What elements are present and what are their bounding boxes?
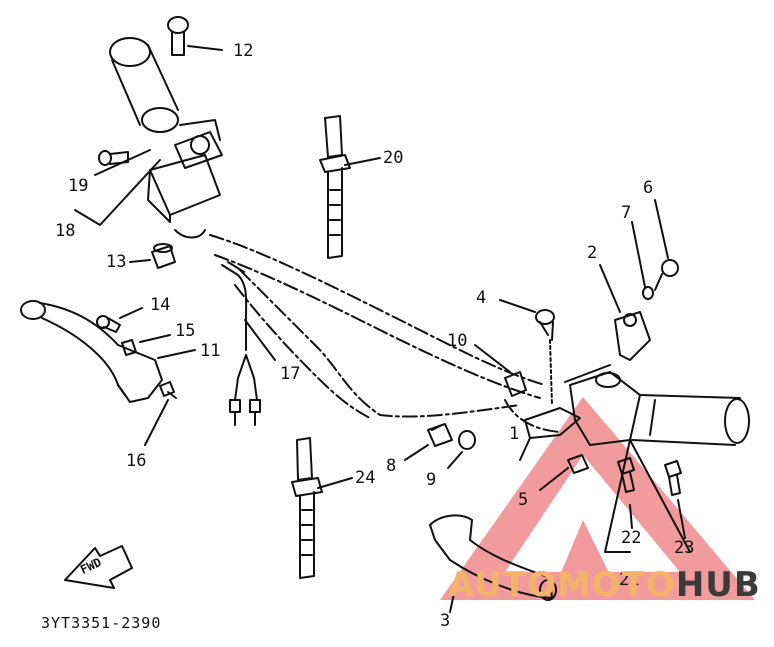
- nut-5: [567, 454, 589, 474]
- left-switch-housing: [147, 119, 223, 239]
- nut-15: [121, 339, 137, 356]
- leader-16: [144, 399, 169, 446]
- callout-16: 16: [126, 451, 147, 471]
- leader-5: [539, 467, 569, 491]
- leader-11: [157, 349, 196, 359]
- clip-10: [504, 371, 527, 397]
- bracket-1: [524, 407, 581, 439]
- screw-23: [664, 460, 682, 496]
- leader-18: [74, 159, 161, 226]
- screw-12: [167, 16, 223, 56]
- leader-4: [499, 299, 536, 313]
- callout-13: 13: [106, 252, 127, 272]
- callout-9: 9: [426, 470, 437, 490]
- leader-21: [604, 439, 691, 553]
- leader-20: [344, 157, 381, 166]
- callout-11: 11: [200, 341, 221, 361]
- clamp-8: [427, 423, 453, 447]
- callout-7: 7: [621, 203, 632, 223]
- callout-5: 5: [518, 490, 529, 510]
- leader-19: [94, 149, 151, 176]
- leader-7: [631, 221, 646, 288]
- bolt-14: [96, 315, 121, 333]
- leader-13: [129, 259, 151, 263]
- callout-24: 24: [355, 468, 376, 488]
- leader-8: [404, 444, 429, 461]
- watermark-text-part1: AUTOMOTO: [448, 565, 676, 605]
- watermark-text: AUTOMOTOHUB: [448, 565, 761, 605]
- callout-2: 2: [587, 243, 598, 263]
- bolt-6: [654, 259, 679, 291]
- callout-19: 19: [68, 176, 89, 196]
- leader-9: [447, 451, 463, 469]
- leader-17: [244, 319, 276, 361]
- callout-12: 12: [233, 41, 254, 61]
- fwd-arrow-tag: [64, 545, 133, 589]
- callout-3: 3: [440, 611, 451, 631]
- right-grip: [631, 394, 750, 446]
- callout-15: 15: [175, 321, 196, 341]
- left-grip: [109, 37, 179, 133]
- screw-16: [159, 381, 177, 399]
- callout-17: 17: [280, 364, 301, 384]
- callout-4: 4: [476, 288, 487, 308]
- watermark-logo-triangle: [440, 397, 755, 600]
- leader-15: [139, 334, 171, 343]
- callout-20: 20: [383, 148, 404, 168]
- callout-10: 10: [447, 331, 468, 351]
- part-code: 3YT3351-2390: [41, 614, 162, 632]
- washer-9: [458, 430, 476, 450]
- cable-tie-20: [319, 115, 351, 259]
- callout-23: 23: [674, 538, 695, 558]
- watermark-text-part2: HUB: [675, 565, 761, 605]
- switch-wire-17: [221, 261, 261, 426]
- leader-22: [629, 504, 633, 529]
- washer-7: [642, 286, 654, 300]
- brake-lever-3: [429, 514, 557, 601]
- lever-holder-2: [614, 311, 651, 361]
- clutch-lever-11: [20, 300, 163, 403]
- callout-14: 14: [150, 295, 171, 315]
- leader-2: [599, 264, 621, 313]
- leader-3: [449, 574, 459, 613]
- leader-23: [677, 499, 686, 539]
- callout-21: 21: [619, 570, 640, 590]
- callout-6: 6: [643, 178, 654, 198]
- callout-22: 22: [621, 528, 642, 548]
- leader-6: [654, 199, 669, 259]
- callout-8: 8: [386, 456, 397, 476]
- cable-tie-24: [291, 437, 323, 579]
- leader-10: [474, 344, 511, 373]
- callout-18: 18: [55, 221, 76, 241]
- screw-4: [535, 309, 555, 341]
- leader-1: [519, 437, 531, 461]
- nut-13: [151, 243, 176, 269]
- leader-24: [317, 477, 353, 489]
- handlebar: [209, 234, 561, 433]
- leader-14: [119, 307, 143, 319]
- callout-1: 1: [509, 424, 520, 444]
- leader-4b: [549, 339, 553, 406]
